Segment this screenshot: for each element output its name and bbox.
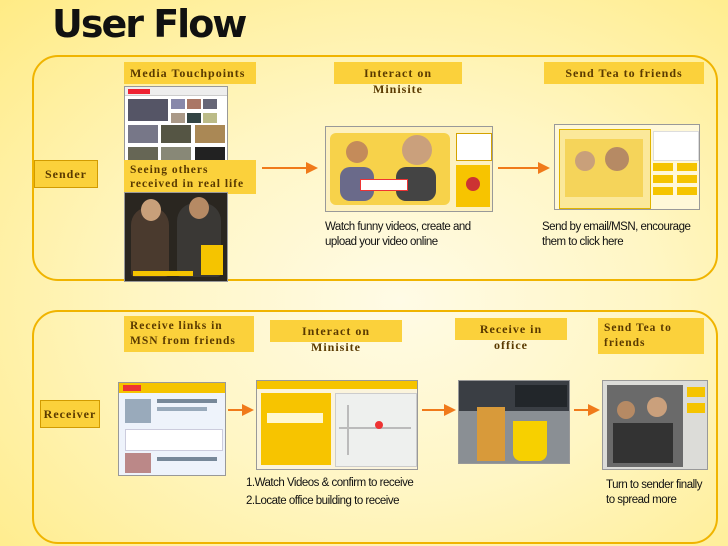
locate-office-caption: 2.Locate office building to receive (246, 495, 399, 507)
real-life-photo (124, 192, 228, 282)
flow-arrow (228, 404, 254, 416)
media-touchpoints-label: Media Touchpoints (124, 62, 256, 84)
receive-office-label: Receive in office (455, 318, 567, 352)
sender-actor-label: Sender (34, 160, 98, 188)
send-caption: Send by email/MSN, encourage them to cli… (542, 221, 691, 248)
msn-screenshot (118, 382, 226, 476)
receiver-send-tea-screenshot (602, 380, 708, 470)
interact-caption: Watch funny videos, create and upload yo… (325, 221, 471, 248)
receiver-interact-label: Interact on Minisite (270, 320, 402, 354)
flow-arrow (262, 162, 318, 174)
receiver-actor-label: Receiver (40, 400, 100, 428)
minisite-screenshot (325, 126, 493, 212)
flow-arrow (422, 404, 456, 416)
office-photo (458, 380, 570, 464)
sender-lane (32, 55, 718, 281)
receive-links-label: Receive links in MSN from friends (124, 316, 254, 352)
flow-arrow (498, 162, 550, 174)
page-title: User Flow (52, 2, 247, 46)
receiver-minisite-screenshot (256, 380, 418, 470)
seeing-others-label: Seeing others received in real life (124, 160, 256, 194)
send-tea-screenshot (554, 124, 700, 210)
interact-minisite-label: Interact on Minisite (334, 62, 462, 96)
watch-videos-caption: 1.Watch Videos & confirm to receive (246, 477, 414, 489)
receiver-lane (32, 310, 718, 544)
flow-arrow (574, 404, 600, 416)
receiver-send-tea-label: Send Tea to friends (598, 318, 704, 354)
send-tea-label: Send Tea to friends (544, 62, 704, 84)
turn-to-sender-caption: Turn to sender finally to spread more (606, 479, 702, 506)
